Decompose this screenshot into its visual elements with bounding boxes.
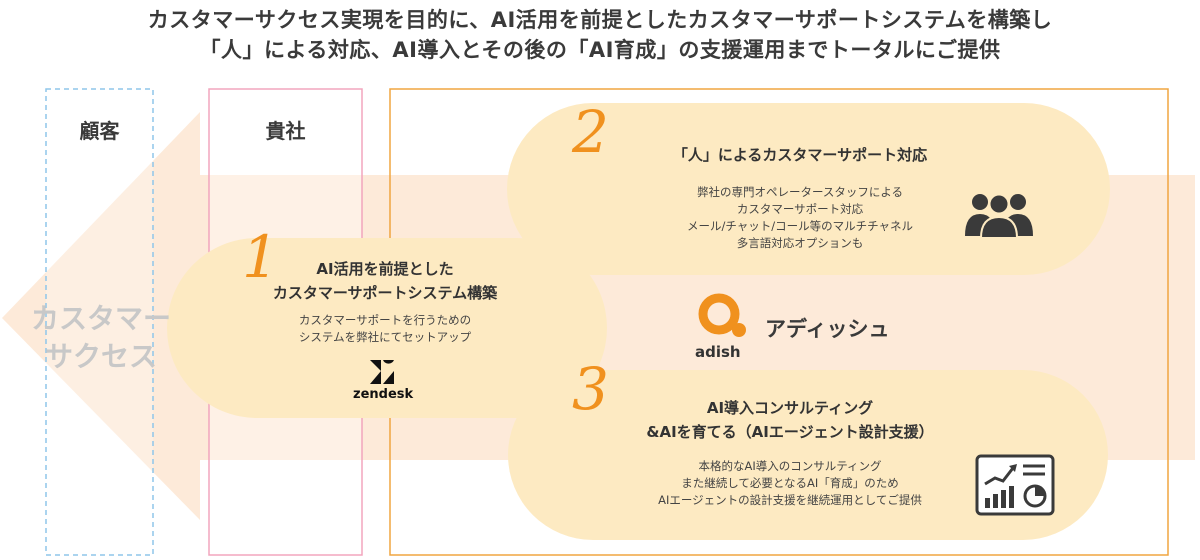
step-3-desc-line-3: AIエージェントの設計支援を継続運用としてご提供 [658,493,922,507]
headline-line-1: カスタマーサクセス実現を目的に、AI活用を前提としたカスタマーサポートシステムを… [147,8,1053,32]
headline-line-2: 「人」による対応、AI導入とその後の「AI育成」の支援運用までトータルにご提供 [199,38,1001,62]
step-2-desc-line-2: カスタマーサポート対応 [736,202,864,216]
people-icon [965,193,1033,239]
step-1-desc-line-2: システムを弊社にてセットアップ [298,330,472,344]
provider-name: アディッシュ [765,317,890,341]
step-3-desc-line-2: また継続して必要となるAI「育成」のため [681,476,899,490]
zendesk-logo-text: zendesk [353,387,414,402]
customer-frame [45,88,154,556]
step-1-title-line-1: AI活用を前提とした [316,260,454,278]
zendesk-logo-icon [370,360,394,384]
step-1-bubble [167,238,607,418]
step-1-number: 1 [242,223,279,291]
customer-success-line-1: カスタマー [30,302,171,335]
step-3-title-line-1: AI導入コンサルティング [706,399,874,417]
step-3-desc-line-1: 本格的なAI導入のコンサルティング [698,459,882,473]
adish-logo-text: adish [695,343,741,361]
step-2-desc-line-1: 弊社の専門オペレータースタッフによる [696,185,904,199]
step-2-bubble [507,103,1110,275]
step-1-desc-line-1: カスタマーサポートを行うための [298,313,472,327]
step-2-number: 2 [572,98,609,166]
customer-column-label: 顧客 [79,119,120,143]
client-column-label: 貴社 [265,119,306,143]
customer-success-line-2: サクセス [44,340,157,373]
step-2-desc-line-4: 多言語対応オプションも [736,236,864,250]
step-3-bubble [508,370,1108,540]
step-2-title-line-1: 「人」によるカスタマーサポート対応 [672,146,928,164]
analytics-chart-icon [975,454,1055,516]
step-3-title-line-2: &AIを育てる（AIエージェント設計支援） [646,423,934,441]
step-1-title-line-2: カスタマーサポートシステム構築 [272,284,498,302]
step-2-desc-line-3: メール/チャット/コール等のマルチチャネル [686,219,914,233]
adish-logo-icon [698,293,746,337]
step-3-number: 3 [572,355,609,423]
